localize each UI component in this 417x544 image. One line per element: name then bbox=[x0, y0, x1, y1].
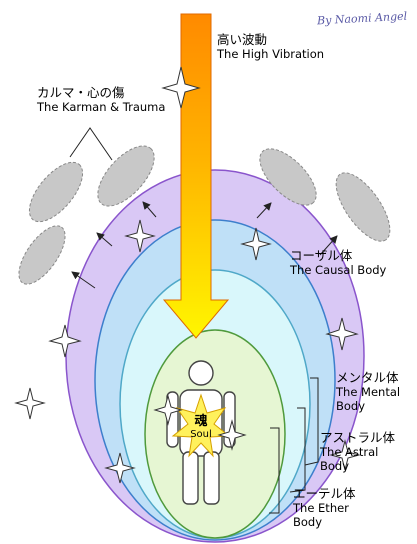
mental-label-jp: メンタル体 bbox=[336, 370, 399, 385]
sparkle bbox=[14, 387, 46, 420]
sparkle bbox=[104, 452, 136, 484]
karma-label: カルマ・心の傷 The Karman & Trauma bbox=[37, 85, 166, 115]
karma-cloud bbox=[28, 161, 84, 223]
ether-label-jp: エーテル体 bbox=[293, 486, 356, 501]
karma-cloud bbox=[335, 172, 391, 242]
callout-lines bbox=[69, 127, 319, 514]
sparkle bbox=[48, 324, 82, 358]
sparkle bbox=[124, 219, 156, 253]
figure-leg-right bbox=[203, 451, 220, 505]
ether-label-en-1: The Ether bbox=[293, 501, 349, 515]
soul-label-en: Soul bbox=[190, 429, 212, 440]
mental-label-en-1: The Mental bbox=[336, 385, 401, 399]
ether-label-en-2: Body bbox=[293, 515, 323, 529]
astral-label-en-1: The Astral bbox=[320, 445, 379, 459]
sparkles bbox=[14, 66, 361, 484]
high-vibration-label: 高い波動 The High Vibration bbox=[217, 32, 325, 62]
soul-label: 魂 Soul bbox=[181, 415, 221, 441]
causal-label: コーザル体 The Causal Body bbox=[290, 248, 387, 278]
high-vibration-beam bbox=[162, 13, 230, 339]
karma-cloud bbox=[18, 225, 66, 285]
figure-head bbox=[188, 360, 214, 386]
soul-star bbox=[171, 393, 231, 458]
sparkle bbox=[161, 66, 201, 109]
karma-cloud bbox=[259, 148, 317, 206]
sparkle bbox=[217, 419, 247, 451]
ether-label: エーテル体 The Ether Body bbox=[293, 486, 356, 530]
karma-label-jp: カルマ・心の傷 bbox=[37, 85, 125, 100]
release-arrows bbox=[71, 201, 338, 289]
soul-label-jp: 魂 bbox=[194, 414, 208, 429]
karma-label-en: The Karman & Trauma bbox=[37, 100, 166, 114]
sparkle bbox=[153, 394, 183, 426]
figure-leg-left bbox=[182, 451, 199, 505]
sparkle bbox=[240, 227, 272, 261]
karma-clouds bbox=[18, 145, 391, 285]
high-vibration-label-en: The High Vibration bbox=[217, 47, 325, 61]
causal-label-en: The Causal Body bbox=[290, 263, 387, 277]
high-vibration-label-jp: 高い波動 bbox=[217, 32, 268, 47]
sparkle bbox=[329, 439, 361, 471]
mental-label-en-2: Body bbox=[336, 399, 366, 413]
sparkle bbox=[325, 317, 359, 351]
karma-cloud bbox=[97, 145, 155, 207]
astral-label-en-2: Body bbox=[320, 459, 350, 473]
causal-label-jp: コーザル体 bbox=[290, 248, 353, 263]
astral-label: アストラル体 The Astral Body bbox=[320, 430, 396, 474]
mental-label: メンタル体 The Mental Body bbox=[336, 370, 401, 414]
astral-label-jp: アストラル体 bbox=[320, 430, 396, 445]
